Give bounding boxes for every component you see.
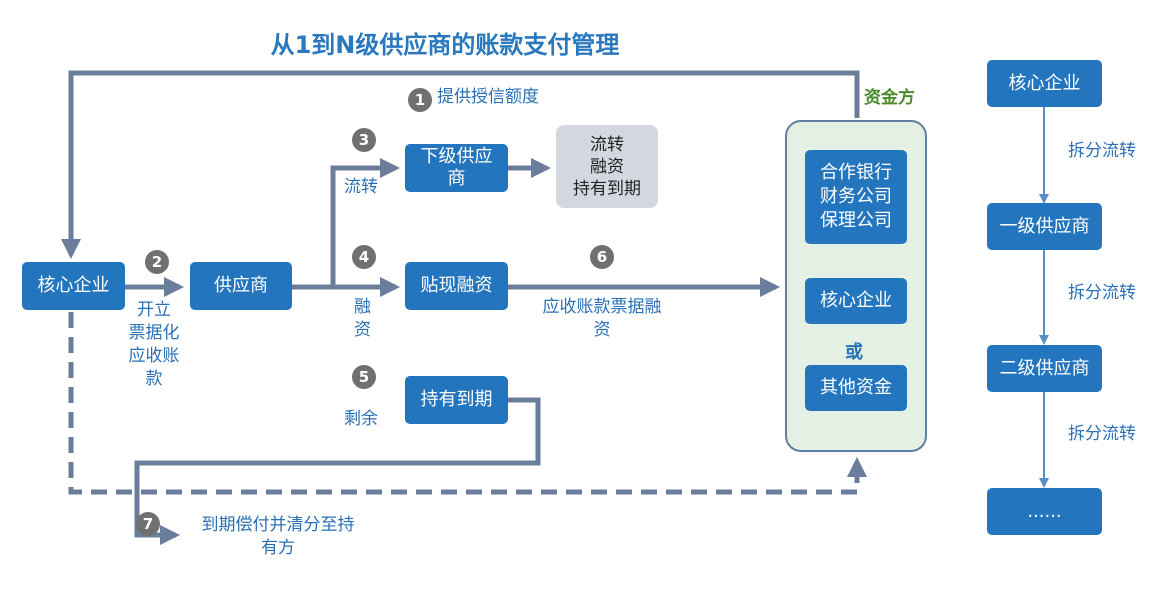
funder-or-label: 或 [845,342,863,363]
step-4-label: 融 资 [354,297,371,340]
step-3-badge: 3 [352,128,376,152]
transfer-connector [330,158,400,287]
funder-other-box: 其他资金 [805,365,907,411]
step-5-badge: 5 [352,365,376,389]
lower-supplier-box: 下级供应 商 [405,144,508,192]
funder-other-label: 其他资金 [820,377,892,398]
circulation-result-box: 流转 融资 持有到期 [556,125,658,208]
step-1-label: 提供授信额度 [437,87,539,107]
chain-item-more: ...... [987,488,1102,535]
funder-institutions-box: 合作银行 财务公司 保理公司 [805,150,907,244]
step-5-label: 剩余 [344,409,378,429]
step-1-badge: 1 [408,88,432,112]
diagram-title: 从1到N级供应商的账款支付管理 [270,31,620,59]
chain-item-more-label: ...... [1027,500,1062,522]
hold-to-maturity-box: 持有到期 [405,376,508,424]
chain-item-core: 核心企业 [987,60,1102,107]
discount-financing-box: 贴现融资 [405,262,508,310]
funder-core-label: 核心企业 [820,290,892,311]
supplier-label: 供应商 [214,275,268,296]
step-7-badge: 7 [136,512,160,536]
core-enterprise-box: 核心企业 [22,262,125,310]
step-3-label: 流转 [344,177,378,197]
core-enterprise-label: 核心企业 [37,275,110,296]
funder-label: 资金方 [864,88,915,108]
supplier-box: 供应商 [190,262,292,310]
chain-item-tier2-label: 二级供应商 [999,357,1090,379]
step-7-label: 到期偿付并清分至持 有方 [201,515,355,558]
step-6-badge: 6 [590,245,614,269]
chain-item-tier1-label: 一级供应商 [999,215,1090,237]
chain-item-core-label: 核心企业 [1008,72,1081,94]
funder-core-box: 核心企业 [805,278,907,324]
funder-institutions-label: 合作银行 财务公司 保理公司 [820,162,892,231]
chain-item-tier2: 二级供应商 [987,345,1102,392]
circulation-result-label: 流转 融资 持有到期 [573,134,641,199]
discount-financing-label: 贴现融资 [420,275,493,296]
chain-split-label-2: 拆分流转 [1068,283,1136,303]
step-6-label: 应收账款票据融 资 [542,297,662,340]
step-2-badge: 2 [145,250,169,274]
chain-split-label-1: 拆分流转 [1068,141,1136,161]
repayment-dashed-connector [68,312,867,495]
step-2-label: 开立 票据化 应收账 款 [128,300,180,389]
hold-to-maturity-label: 持有到期 [420,389,493,410]
step-4-badge: 4 [352,245,376,269]
chain-split-label-3: 拆分流转 [1068,424,1136,444]
credit-line-connector [61,70,860,259]
chain-item-tier1: 一级供应商 [987,203,1102,250]
lower-supplier-label: 下级供应 商 [420,146,493,189]
